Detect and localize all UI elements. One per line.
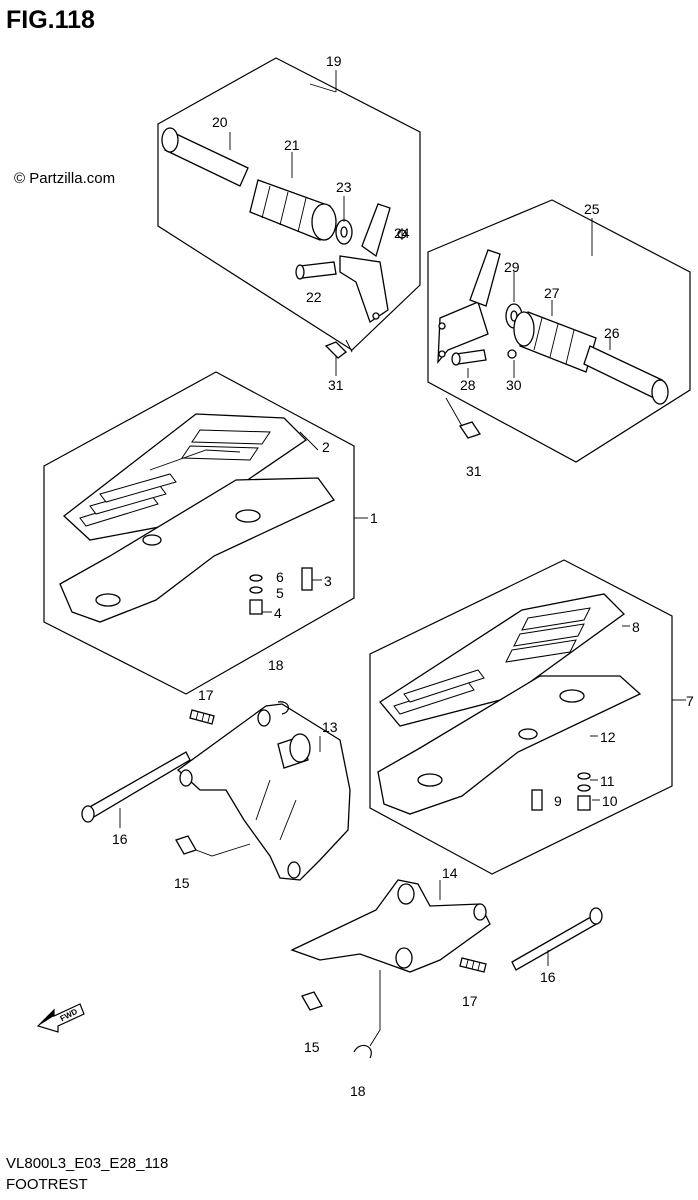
callout-23: 23 (336, 179, 352, 195)
callout-6: 6 (276, 569, 284, 585)
peg-assembly-19 (157, 57, 421, 376)
bracket-14 (290, 879, 491, 973)
callout-4: 4 (274, 605, 282, 621)
spring-17-right (459, 957, 487, 973)
copyright-notice: © Partzilla.com (14, 170, 116, 187)
callout-19: 19 (326, 53, 342, 69)
callout-28: 28 (460, 377, 476, 393)
figure-title: FIG.118 (6, 6, 95, 34)
callout-11: 11 (600, 773, 615, 789)
floorboard-assembly-7 (369, 559, 686, 875)
bolt-15-left (175, 835, 251, 857)
bolt-15-right (301, 991, 323, 1011)
callout-31-upper: 31 (328, 377, 344, 393)
callout-16-right: 16 (540, 969, 556, 985)
callout-17-right: 17 (462, 993, 478, 1009)
clip-18-left (277, 701, 289, 715)
callout-10: 10 (602, 793, 618, 809)
bolt-16-left (81, 751, 191, 828)
callout-27: 27 (544, 285, 560, 301)
callout-24: 24 (394, 225, 410, 241)
callout-8: 8 (632, 619, 640, 635)
callout-29: 29 (504, 259, 520, 275)
callout-2: 2 (322, 439, 330, 455)
callout-7: 7 (686, 693, 694, 709)
peg-assembly-25 (427, 199, 691, 463)
callout-21: 21 (284, 137, 300, 153)
callout-15-right: 15 (304, 1039, 320, 1055)
bracket-13 (176, 703, 351, 881)
callout-15-left: 15 (174, 875, 190, 891)
callout-16-left: 16 (112, 831, 128, 847)
callout-20: 20 (212, 114, 228, 130)
section-name: FOOTREST (6, 1176, 88, 1193)
bolt-16-right (511, 907, 603, 971)
callout-9: 9 (554, 793, 562, 809)
callout-14: 14 (442, 865, 458, 881)
callout-26: 26 (604, 325, 620, 341)
callout-31-lower: 31 (466, 463, 482, 479)
spring-17-left (189, 709, 215, 725)
callout-22: 22 (306, 289, 322, 305)
fwd-arrow-icon: FWD (36, 1003, 85, 1033)
callout-3: 3 (324, 573, 332, 589)
floorboard-assembly-1 (43, 371, 368, 695)
callout-17-left: 17 (198, 687, 214, 703)
callout-25: 25 (584, 201, 600, 217)
model-code: VL800L3_E03_E28_118 (6, 1155, 169, 1172)
callout-18-left: 18 (268, 657, 284, 673)
callout-18-right: 18 (350, 1083, 366, 1099)
callout-30: 30 (506, 377, 522, 393)
callout-12: 12 (600, 729, 616, 745)
callout-13: 13 (322, 719, 338, 735)
callout-5: 5 (276, 585, 284, 601)
callout-1: 1 (370, 510, 378, 526)
clip-18-right (353, 970, 381, 1059)
